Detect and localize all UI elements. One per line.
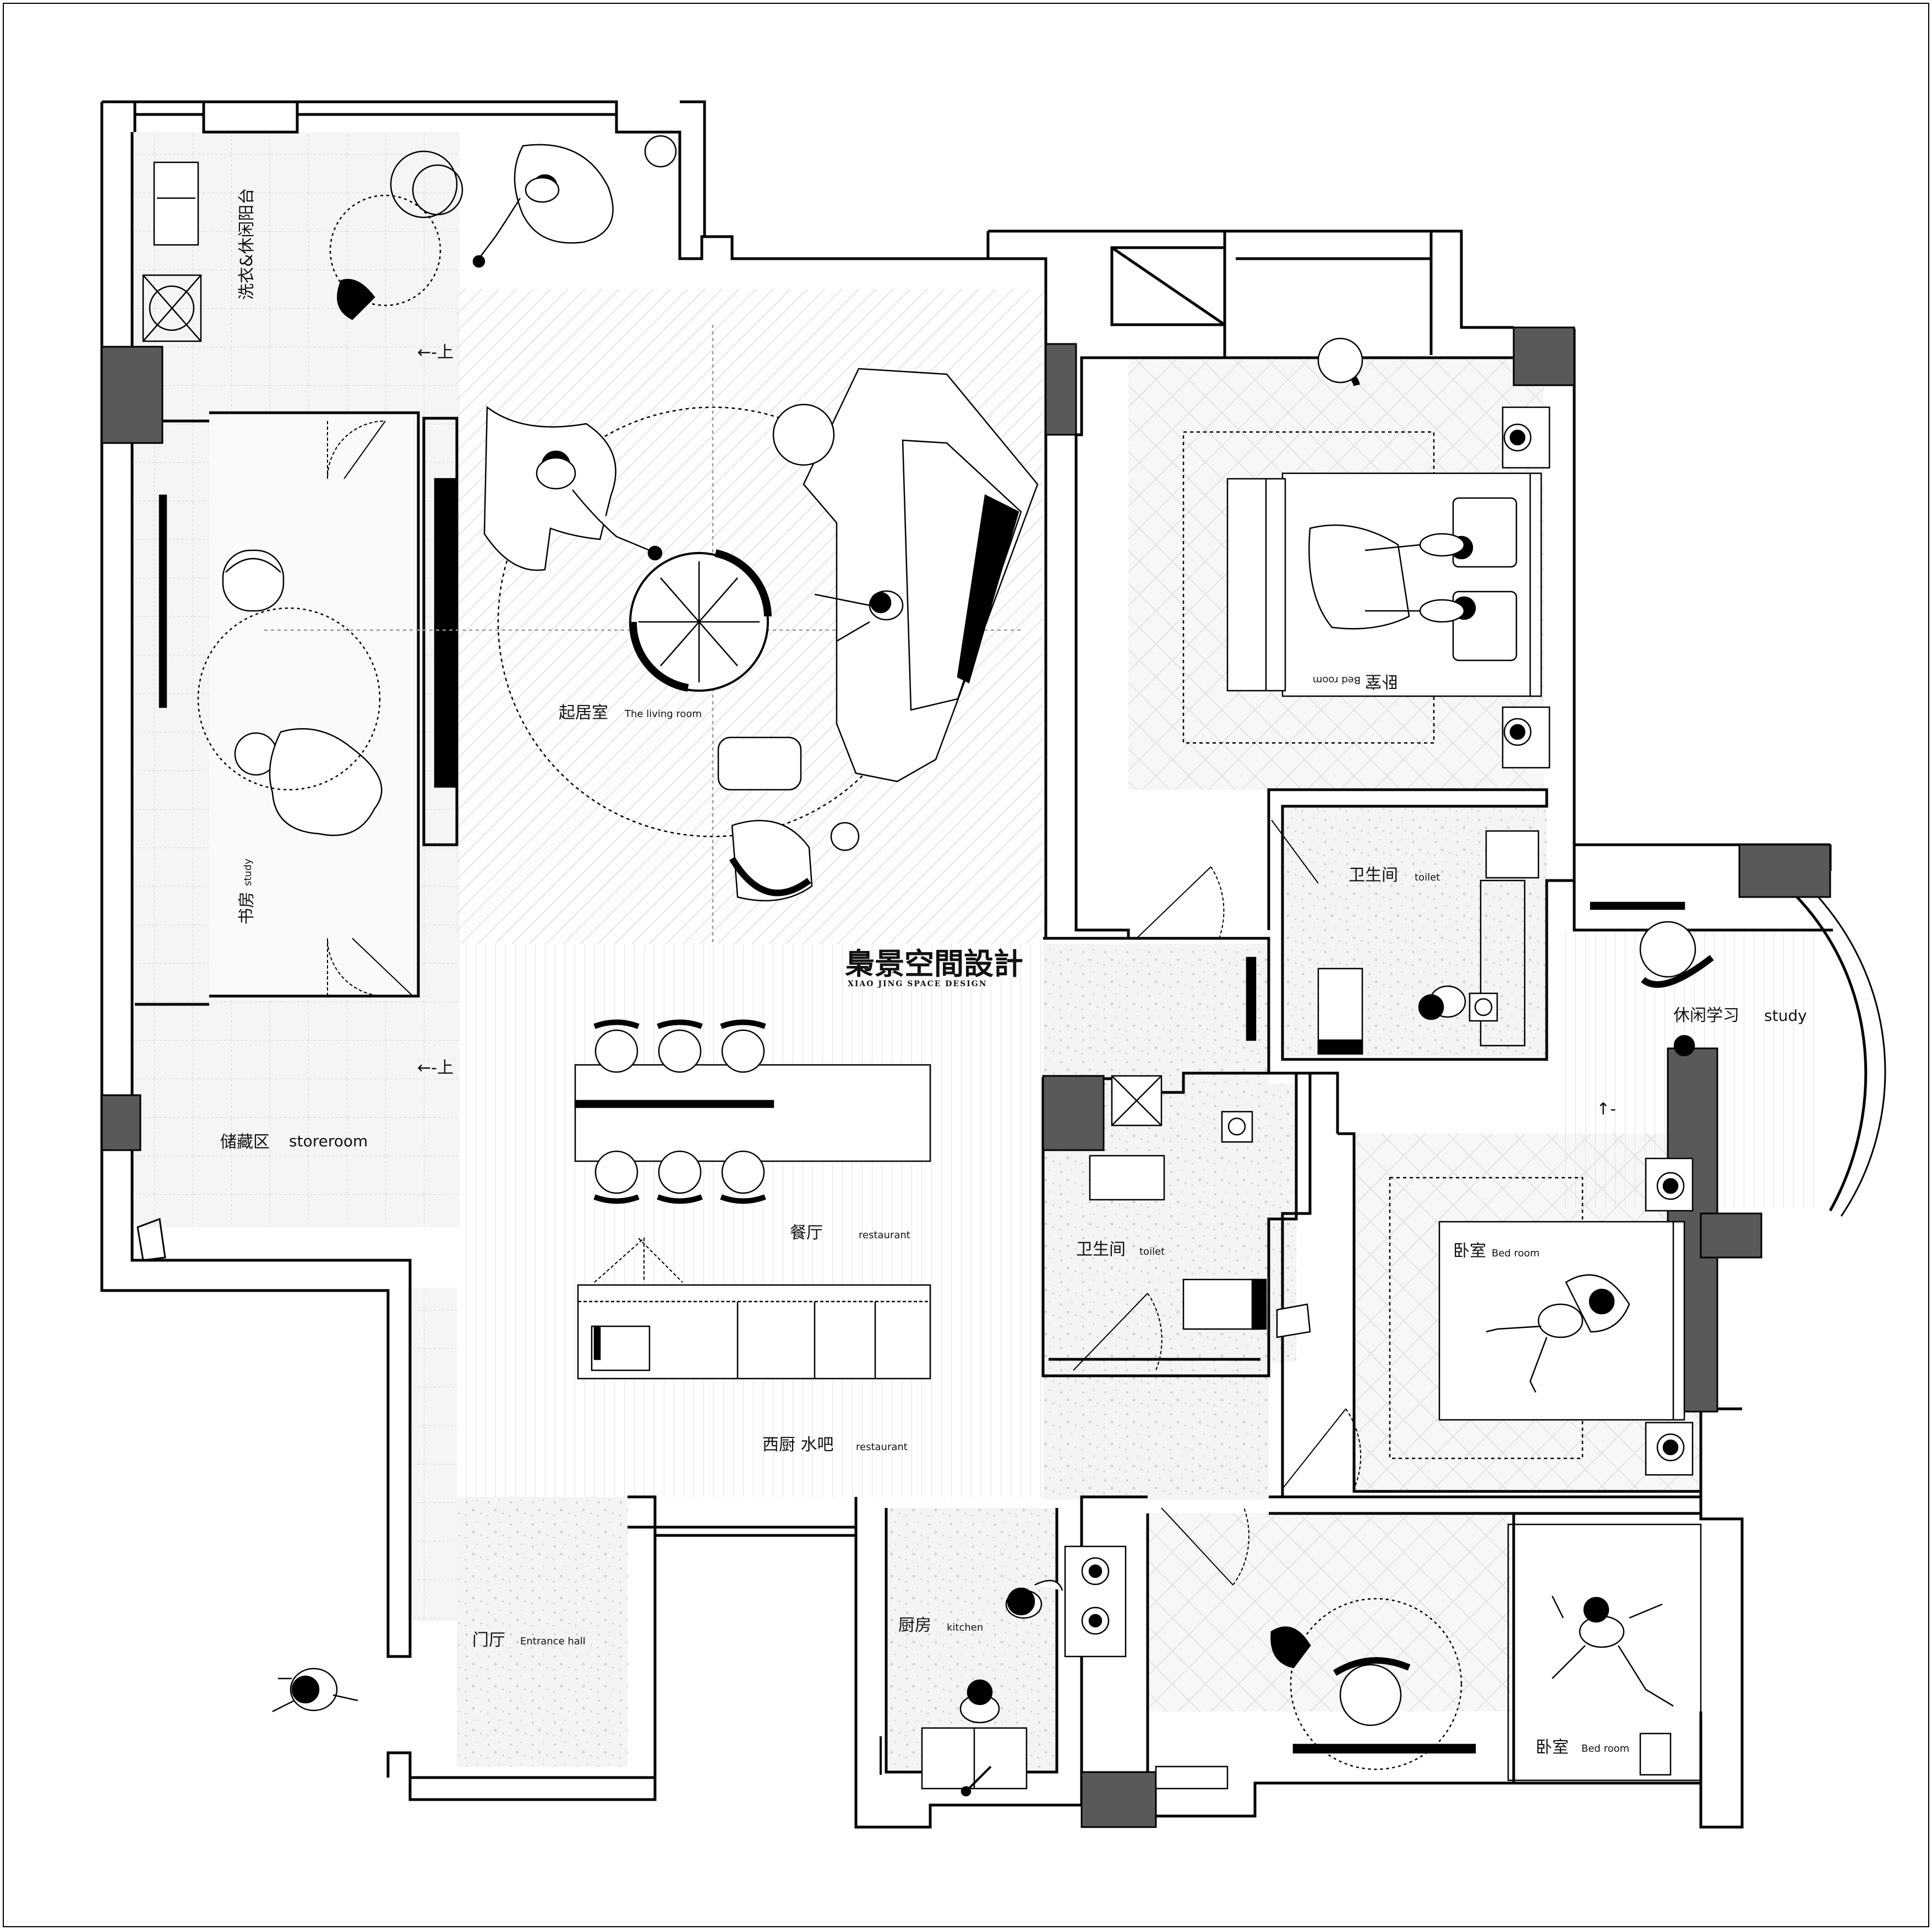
brand-logo: 梟景空間設計 XIAO JING SPACE DESIGN [845,946,1023,988]
doors [137,420,1362,1585]
walls [100,100,1886,1829]
person-sofa [814,590,904,642]
label-toilet-2-cn: 卫生间 [1076,1240,1126,1259]
label-western-kitchen-cn: 西厨 水吧 [762,1435,834,1455]
label-living-en: The living room [624,708,702,720]
person-master-bed-1 [1365,533,1465,557]
label-step-up-3: ↑- [1596,1100,1616,1119]
label-master-bedroom-group: 卧室 Bed room [1313,671,1398,691]
person-toilet [1418,985,1466,1020]
label-storeroom-cn: 储藏区 [220,1133,270,1152]
label-leisure-study-en: study [1764,1007,1807,1025]
person-master-bed-2 [1365,599,1465,623]
dining-chairs [593,1019,766,1204]
label-living-cn: 起居室 [559,703,608,723]
label-entrance-cn: 门厅 [472,1631,505,1650]
label-bedroom-2-cn: 卧室 [1453,1242,1486,1261]
brand-name-cn: 梟景空間設計 [845,946,1023,981]
label-study-en: study [242,859,254,886]
label-bedroom-3-cn: 卧室 [1536,1738,1569,1757]
furniture [142,135,1714,1797]
label-toilet-2-en: toilet [1139,1246,1165,1257]
person-kitchen-1 [1005,1579,1063,1619]
brand-name-en: XIAO JING SPACE DESIGN [848,980,987,988]
label-study-cn: 书房 [237,892,256,925]
label-kitchen-cn: 厨房 [898,1616,931,1635]
label-kitchen-en: kitchen [947,1622,983,1633]
label-toilet-1-cn: 卫生间 [1349,866,1398,885]
label-master-bedroom-cn: 卧室 [1365,671,1398,691]
label-step-up-2: ←-上 [417,1058,454,1078]
person-entrance [272,1667,358,1713]
label-restaurant-cn: 餐厅 [790,1223,823,1243]
label-leisure-study-cn: 休闲学习 [1673,1006,1739,1025]
label-step-up-1: ←-上 [417,343,454,362]
label-entrance-en: Entrance hall [520,1636,586,1647]
label-laundry-balcony: 洗衣&休闲阳台 [237,188,256,300]
label-storeroom-en: storeroom [289,1132,368,1150]
label-western-kitchen-en: restaurant [856,1441,908,1453]
person-bedroom-3 [1551,1595,1674,1707]
person-kitchen-2 [959,1679,1000,1724]
label-toilet-1-en: toilet [1415,872,1440,883]
person-living-chair [536,457,663,561]
label-restaurant-en: restaurant [859,1229,910,1241]
person-balcony [472,177,560,268]
room-labels: 洗衣&休闲阳台 书房 study ←-上 ←-上 ↑- 储藏区 storeroo… [220,188,1807,1757]
label-study-group: 书房 study [237,859,256,925]
person-bedroom-2 [1486,1288,1615,1393]
label-bedroom-2-en: Bed room [1492,1248,1540,1259]
people-figures [272,177,1674,1724]
label-bedroom-3-en: Bed room [1581,1743,1629,1754]
label-master-bedroom-en: Bed room [1313,674,1361,686]
